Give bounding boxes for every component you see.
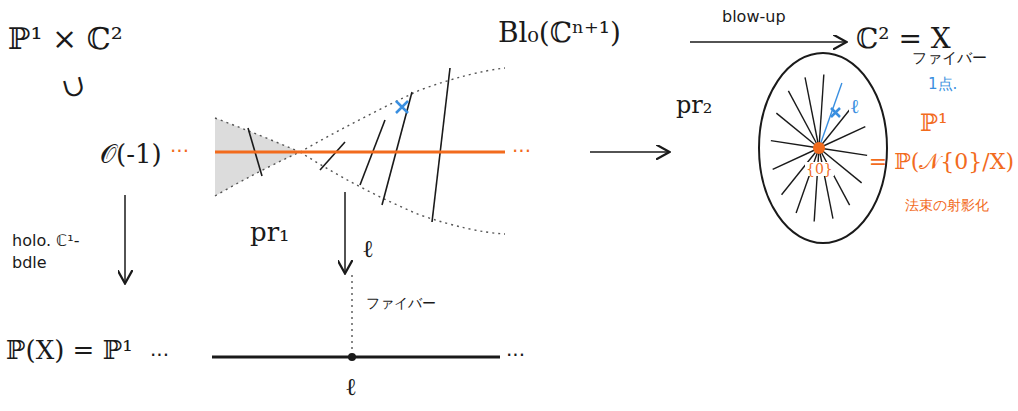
label: = ℙ(𝒩{0}/X) <box>869 150 1014 174</box>
exceptional-line <box>215 151 505 154</box>
node-text: {0} <box>805 162 834 176</box>
blowup-arrow <box>690 41 845 43</box>
label: 1点. <box>928 76 957 93</box>
disc-node: {0} ℓ <box>756 50 890 246</box>
label: 法束の射影化 <box>905 198 989 213</box>
label: blow-up <box>722 8 786 26</box>
label: ℙ(X) = ℙ¹ <box>6 336 133 365</box>
dotted-curve <box>300 152 505 234</box>
pr1-arrow <box>344 192 346 272</box>
fibre-line <box>320 142 345 170</box>
label: pr₂ <box>676 92 712 118</box>
label: ∪ <box>58 69 89 105</box>
disc-outline <box>756 50 890 246</box>
node-text: ℓ <box>849 96 861 116</box>
shaded-region <box>215 118 300 196</box>
label: ··· <box>506 344 525 366</box>
label: pr₁ <box>250 218 290 247</box>
bundle-arrow <box>124 195 126 282</box>
label: ℓ <box>362 236 374 262</box>
pr2-arrow <box>590 151 668 153</box>
base-point <box>348 353 356 361</box>
fibre-dotted <box>351 275 352 350</box>
label: Bl₀(ℂⁿ⁺¹) <box>498 18 621 49</box>
label: ファイバー <box>366 296 436 311</box>
label: ファイバー <box>912 50 987 67</box>
fibre-line <box>432 68 450 222</box>
fibre-line <box>382 92 412 205</box>
label: holo. ℂ¹-bdle <box>12 230 92 275</box>
dotted-curve <box>215 118 300 152</box>
label: ··· <box>512 140 531 162</box>
label: ··· <box>150 344 169 366</box>
label: ℓ <box>345 374 357 400</box>
label: 𝒪(-1) <box>100 140 162 169</box>
label: ··· <box>170 140 189 162</box>
dotted-curve <box>300 68 505 152</box>
point-mark <box>396 101 408 113</box>
label: ℙ¹ × ℂ² <box>8 22 123 55</box>
label: ℙ¹ <box>920 110 948 136</box>
